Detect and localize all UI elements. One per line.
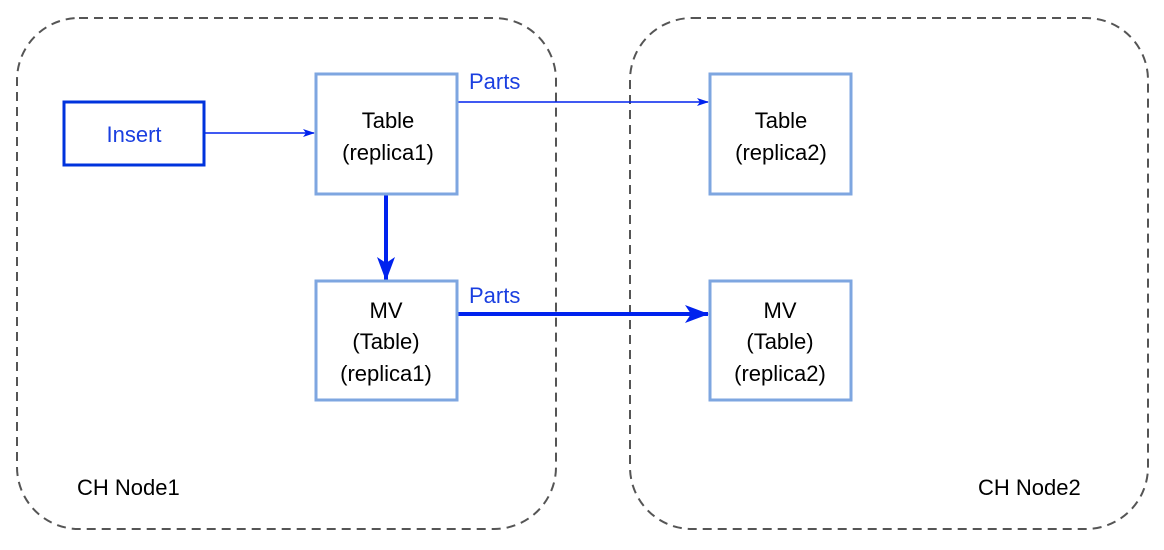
box-mv1[interactable]: MV (Table) (replica1) [314, 279, 459, 402]
box-insert-label: Insert [106, 122, 161, 147]
container-node2-border [629, 17, 1149, 530]
box-table1-line1: Table [362, 108, 415, 133]
box-table1-line2: (replica1) [342, 140, 434, 165]
container-node2: CH Node2 [629, 17, 1149, 530]
edge-label-parts-bottom: Parts [469, 283, 520, 308]
box-mv1-border [314, 279, 459, 402]
container-node2-label: CH Node2 [978, 475, 1081, 500]
edge-mv1-to-mv2: Parts [457, 283, 709, 323]
box-table1-border [314, 72, 459, 196]
box-mv2-line3: (replica2) [734, 361, 826, 386]
box-mv1-line2: (Table) [352, 329, 419, 354]
box-insert-border [62, 100, 206, 167]
container-node1-label: CH Node1 [77, 475, 180, 500]
box-mv2[interactable]: MV (Table) (replica2) [708, 279, 853, 402]
box-mv2-line2: (Table) [746, 329, 813, 354]
box-table1[interactable]: Table (replica1) [314, 72, 459, 196]
box-mv1-line3: (replica1) [340, 361, 432, 386]
box-mv2-border [708, 279, 853, 402]
edge-table1-to-table2: Parts [457, 69, 709, 106]
edge-label-parts-top: Parts [469, 69, 520, 94]
box-table2-line2: (replica2) [735, 140, 827, 165]
box-mv2-line1: MV [764, 298, 797, 323]
container-node1: CH Node1 [16, 17, 557, 530]
container-node1-border [16, 17, 557, 530]
box-insert[interactable]: Insert [62, 100, 206, 167]
box-table2-line1: Table [755, 108, 808, 133]
box-mv1-line1: MV [370, 298, 403, 323]
box-table2-border [708, 72, 853, 196]
box-table2[interactable]: Table (replica2) [708, 72, 853, 196]
